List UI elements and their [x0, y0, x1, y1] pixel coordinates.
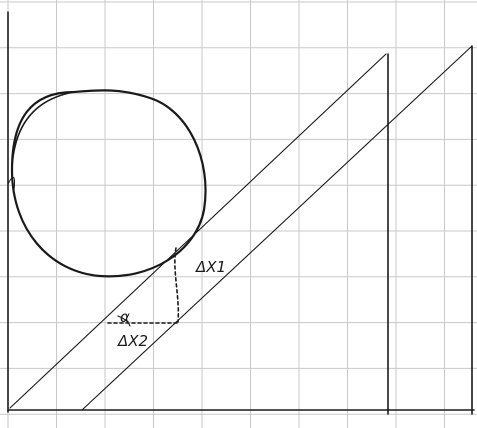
circle-left-scribble: [7, 176, 16, 191]
circle-tail-stroke: [11, 91, 75, 169]
label-alpha: α: [120, 308, 130, 326]
label-delta-x1: ΔX1: [195, 258, 226, 276]
upper-diagonal-line: [9, 53, 387, 409]
angle-arc: [117, 315, 131, 327]
label-delta-x2: ΔX2: [117, 332, 148, 350]
dashed-perpendicular: [174, 247, 180, 323]
lower-diagonal-line: [81, 45, 473, 411]
